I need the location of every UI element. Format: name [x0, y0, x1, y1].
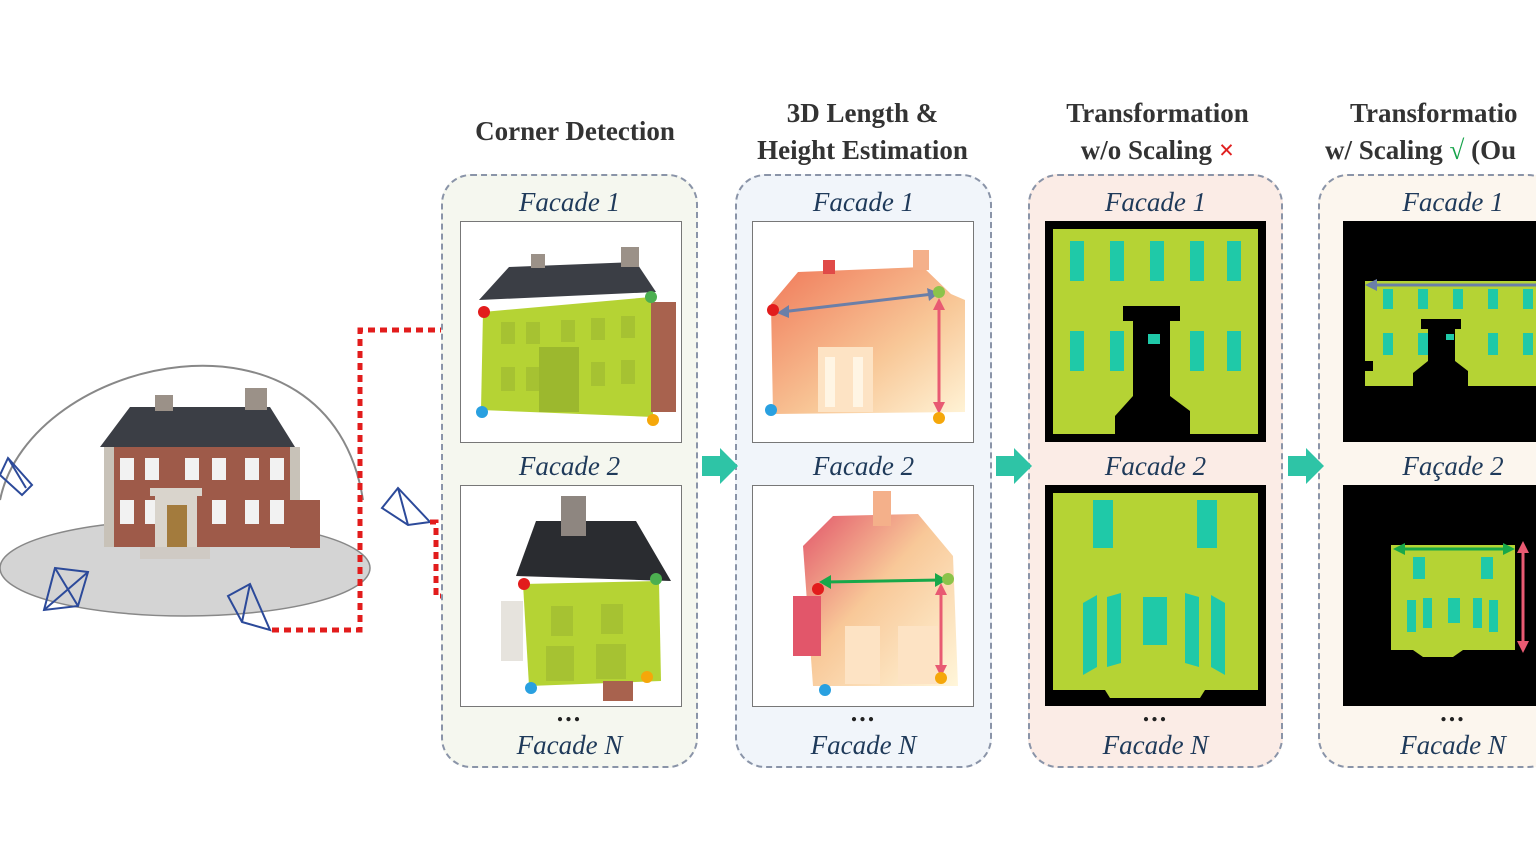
stage-title-corner-detection: Corner Detection: [475, 116, 675, 146]
arrow-right-icon: [702, 448, 738, 484]
multiview-capture-scene: [0, 320, 463, 633]
depth-map: [752, 485, 974, 707]
facade-label: Facade 1: [1104, 187, 1207, 217]
camera-icon: [380, 486, 433, 527]
facade-label: Facade N: [810, 730, 917, 760]
corner-detection-facade-1: [460, 221, 682, 443]
corner-detection-facade-2: [460, 485, 682, 707]
stage-title-transformation-no-scaling: Transformation w/o Scaling ×: [1066, 98, 1249, 165]
facade-label: Façade 2: [1402, 451, 1504, 481]
arrow-right-icon: [1288, 448, 1324, 484]
facade-label: Facade N: [516, 730, 623, 760]
facade-label: Facade 1: [812, 187, 915, 217]
cross-mark-icon: ×: [1218, 135, 1235, 165]
camera-icon: [226, 582, 272, 632]
facade-label: Facade 2: [812, 451, 915, 481]
segmentation-mask-scaled: [1343, 221, 1536, 442]
facade-label: Facade 1: [518, 187, 621, 217]
camera-dome: [0, 364, 364, 501]
segmentation-mask-scaled: [1343, 485, 1536, 706]
ellipsis: ...: [850, 698, 877, 727]
segmentation-mask: [1045, 485, 1266, 706]
ellipsis: ...: [556, 698, 583, 727]
house-illustration: [100, 388, 320, 559]
facade-label: Facade 1: [1402, 187, 1504, 217]
segmentation-mask: [1045, 221, 1266, 442]
ellipsis: ...: [1142, 698, 1169, 727]
facade-label: Facade 2: [518, 451, 621, 481]
red-dashed-connector: [272, 327, 445, 633]
depth-map: [752, 221, 974, 443]
check-mark-icon: √: [1449, 135, 1465, 165]
stage-title-transformation-scaling: Transformatio w/ Scaling √ (Ou: [1325, 98, 1518, 165]
camera-icon: [42, 566, 90, 612]
facade-label: Facade N: [1102, 730, 1209, 760]
ellipsis: ...: [1440, 698, 1466, 727]
arrow-right-icon: [996, 448, 1032, 484]
stage-title-length-height-estimation: 3D Length & Height Estimation: [757, 98, 968, 165]
camera-icon: [0, 456, 34, 497]
facade-label: Facade 2: [1104, 451, 1207, 481]
facade-label: Facade N: [1400, 730, 1506, 760]
